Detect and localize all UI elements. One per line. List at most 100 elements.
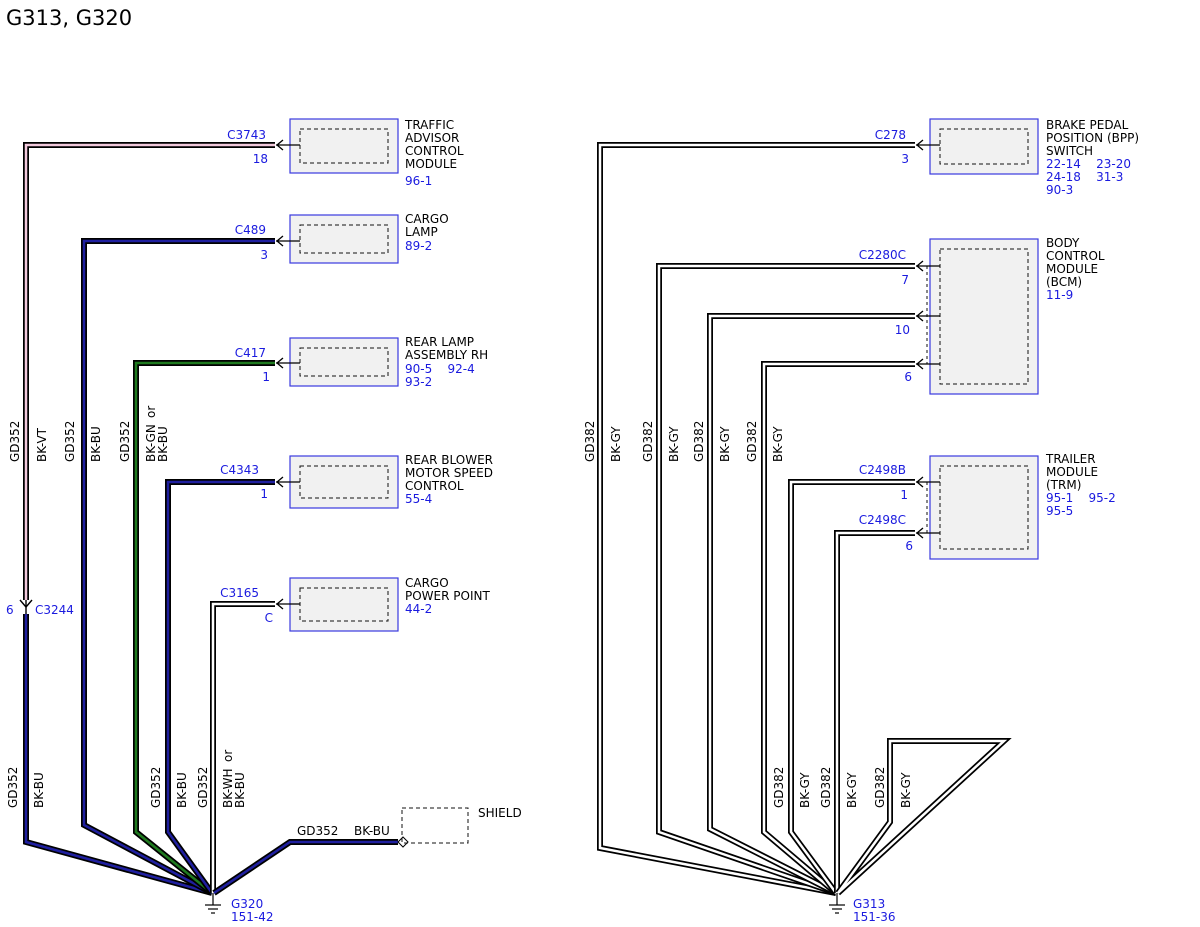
component-ref[interactable]: 55-4 [405,492,432,506]
shield-label: SHIELD [478,806,522,820]
component-ref[interactable]: 11-9 [1046,288,1073,302]
component-name: ASSEMBLY RH [405,348,488,362]
component-ref[interactable]: 22-14 23-20 [1046,157,1131,171]
wire-circuit-label: GD352 [149,767,163,808]
connector-label: C2280C [859,248,906,262]
wire-circuit-label: GD352 [6,767,20,808]
component-name: LAMP [405,225,438,239]
wire-color-label: BK-WH [221,768,235,808]
wire-cargo-lamp[interactable] [81,238,275,896]
component-body-control-module[interactable] [926,238,1039,395]
component-name: CARGO [405,212,449,226]
component-ref[interactable]: 96-1 [405,174,432,188]
ground-symbol-g320 [205,893,221,914]
component-ref[interactable]: 24-18 31-3 [1046,170,1123,184]
shield-box [401,807,469,844]
pin-arrow-c2280c-10 [915,310,940,322]
wire-color-label: BK-BU [354,824,390,838]
wire-circuit-label: GD382 [772,767,786,808]
wire-bcm-pin-7[interactable] [656,263,915,896]
component-cargo-lamp[interactable] [289,214,399,264]
wire-cargo-power-point[interactable] [210,601,275,893]
component-ref[interactable]: 90-5 92-4 [405,362,475,376]
component-rear-lamp-assembly-rh[interactable] [289,337,399,387]
ground-label: G313 [853,897,885,911]
component-name: MODULE [1046,262,1098,276]
component-ref[interactable]: 44-2 [405,602,432,616]
wire-trm-c2498b[interactable] [788,479,915,895]
connector-label: C2498B [859,463,906,477]
wire-circuit-label: GD382 [583,421,597,462]
pin-label: C [265,611,273,625]
ground-ref[interactable]: 151-36 [853,910,896,924]
component-name: MOTOR SPEED [405,466,493,480]
wire-color-label: BK-GN [144,424,158,462]
wire-color-label: BK-GY [798,772,812,808]
connector-label: C4343 [220,463,259,477]
wire-bcm-pin-6[interactable] [761,361,915,896]
component-ref[interactable]: 90-3 [1046,183,1073,197]
pin-label: 3 [901,152,909,166]
component-brake-pedal-position-switch[interactable] [929,118,1039,175]
wire-loop-drain[interactable] [835,738,1012,896]
component-name: TRAFFIC [404,118,454,132]
component-name: BODY [1046,236,1080,250]
shield-terminal [397,836,409,848]
component-ref[interactable]: 95-1 95-2 [1046,491,1116,505]
wire-color-label: BK-BU [156,426,170,462]
component-traffic-advisor-control-module[interactable] [289,118,399,174]
wire-circuit-label: GD382 [819,767,833,808]
pin-arrow-c278 [915,139,940,151]
wire-bcm-pin-10[interactable] [707,313,915,896]
wire-color-label: BK-BU [233,772,247,808]
wire-circuit-label: GD352 [297,824,338,838]
pin-label: 10 [895,323,910,337]
connector-label: C3244 [35,603,74,617]
ground-ref[interactable]: 151-42 [231,910,274,924]
page-title: G313, G320 [6,6,133,30]
component-name: POWER POINT [405,589,490,603]
component-name: ADVISOR [405,131,459,145]
wire-shield[interactable] [212,839,398,896]
wire-color-label: BK-BU [175,772,189,808]
connector-label: C489 [235,223,266,237]
wire-or-label: or [221,750,235,762]
component-name: REAR LAMP [405,335,474,349]
component-ref[interactable]: 89-2 [405,239,432,253]
component-name: CONTROL [405,479,464,493]
wire-rear-blower[interactable] [165,479,275,895]
component-name: CARGO [405,576,449,590]
component-name: POSITION (BPP) [1046,131,1139,145]
component-name: SWITCH [1046,144,1093,158]
wire-bpp-switch[interactable] [597,142,915,896]
connector-label: C2498C [859,513,906,527]
component-trailer-module[interactable] [926,455,1039,560]
pin-arrow-c489 [275,235,300,247]
connector-label: C278 [875,128,906,142]
pin-arrow-c2280c-6 [915,358,940,370]
component-name: MODULE [1046,465,1098,479]
wire-trm-c2498c[interactable] [834,530,915,893]
component-rear-blower-motor-speed-control[interactable] [289,455,399,509]
component-ref[interactable]: 93-2 [405,375,432,389]
pin-label: 1 [262,370,270,384]
wire-traffic-advisor[interactable] [23,142,275,896]
pin-label: 6 [905,539,913,553]
wire-or-label: or [144,406,158,418]
wire-color-label: BK-BU [32,772,46,808]
component-cargo-power-point[interactable] [289,577,399,632]
wire-color-label: BK-GY [771,426,785,462]
component-name: BRAKE PEDAL [1046,118,1129,132]
pin-label: 1 [900,488,908,502]
pin-label: 7 [901,273,909,287]
component-name: CONTROL [405,144,464,158]
wire-color-label: BK-BU [89,426,103,462]
pin-label: 3 [260,248,268,262]
wire-circuit-label: GD382 [745,421,759,462]
inline-connector-c3244 [19,599,33,614]
wire-rear-lamp[interactable] [133,360,275,896]
component-ref[interactable]: 95-5 [1046,504,1073,518]
component-name: REAR BLOWER [405,453,493,467]
pin-arrow-c4343 [275,476,300,488]
component-name: (TRM) [1046,478,1081,492]
